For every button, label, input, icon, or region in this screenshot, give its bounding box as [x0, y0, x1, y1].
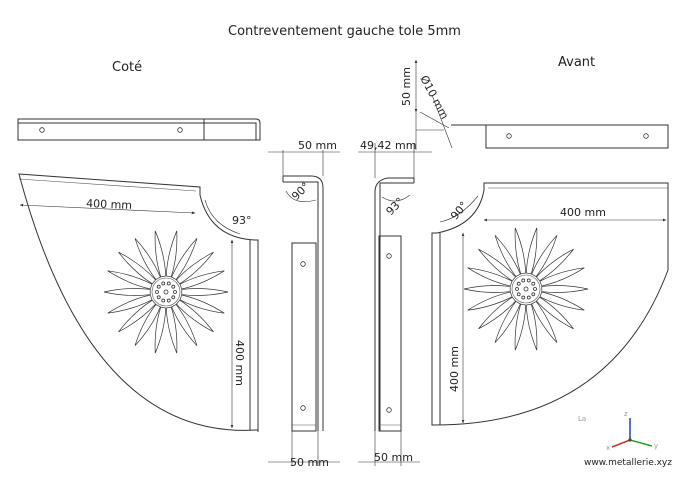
sun-petal — [463, 285, 511, 293]
sun-petal — [179, 294, 225, 314]
sun-petal — [179, 270, 225, 290]
sun-seed-hole — [156, 284, 161, 289]
right-plate — [431, 124, 669, 426]
sun-petal — [525, 303, 538, 351]
sun-petal — [494, 235, 521, 278]
dim-left-angle: 93° — [232, 214, 252, 227]
sun-seed-hole — [156, 295, 161, 300]
sun-petal — [118, 251, 157, 285]
sun-petal — [535, 296, 574, 330]
dim-front-bottom: 50 mm — [374, 451, 413, 464]
sun-seed-hole — [521, 295, 526, 300]
dim-front-angle: 93° — [384, 195, 407, 218]
sun-seed-hole — [526, 295, 531, 300]
sun-petal — [539, 267, 585, 287]
sun-center-ring — [511, 274, 541, 304]
sun-petal — [514, 227, 527, 275]
sun-center-hole — [523, 286, 529, 292]
front-view: 49,42 mm 93° 50 mm — [358, 139, 432, 466]
sun-petal — [103, 288, 151, 296]
sun-petal — [165, 230, 178, 278]
sun-seed-hole — [531, 281, 536, 286]
sun-petal — [514, 303, 527, 351]
sun-seed-hole — [515, 287, 519, 291]
sun-seed-hole — [166, 298, 171, 303]
sun-petal — [181, 288, 229, 296]
dim-right-vertical: 400 mm — [448, 346, 461, 392]
sun-center-ring — [151, 277, 181, 307]
sun-petal — [535, 248, 574, 282]
sun-petal — [494, 300, 521, 343]
dim-detail-height: 50 mm — [400, 67, 413, 106]
sun-petal — [154, 306, 167, 354]
sun-petal — [171, 238, 198, 281]
dim-left-top: 400 mm — [86, 197, 132, 212]
sun-seed-hole — [533, 287, 537, 291]
sun-petal — [175, 251, 214, 285]
svg-text:z: z — [624, 410, 628, 418]
svg-text:y: y — [654, 442, 658, 450]
sun-petal — [118, 299, 157, 333]
sun-seed-hole — [526, 278, 531, 283]
sun-petal — [478, 296, 517, 330]
dim-detail-hole: Ø10 mm — [417, 73, 451, 121]
sun-petal — [541, 285, 589, 293]
sun-petal — [107, 270, 153, 290]
sun-seed-hole — [516, 281, 521, 286]
sun-petal — [478, 248, 517, 282]
sun-petal — [539, 291, 585, 311]
sun-seed-hole — [155, 290, 159, 294]
sun-cutout-left — [103, 230, 229, 354]
dim-left-vertical: 400 mm — [233, 340, 246, 386]
side-view: 50 mm 90° 50 mm — [268, 139, 340, 469]
sun-seed-hole — [516, 292, 521, 297]
corner-mark: La — [578, 415, 586, 423]
sun-seed-hole — [521, 278, 526, 283]
sun-petal — [134, 303, 161, 346]
sun-petal — [531, 300, 558, 343]
sun-center-hole — [163, 289, 169, 295]
drawing-title: Contreventement gauche tole 5mm — [228, 24, 461, 39]
sun-petal — [467, 267, 513, 287]
view-label-front: Avant — [558, 55, 595, 70]
sun-petal — [154, 230, 167, 278]
sun-petal — [531, 235, 558, 278]
dim-right-angle: 90° — [448, 199, 470, 222]
sun-seed-hole — [173, 290, 177, 294]
sun-seed-hole — [166, 281, 171, 286]
left-plate — [17, 118, 261, 432]
sun-seed-hole — [531, 292, 536, 297]
dim-side-angle: 90° — [289, 180, 312, 203]
sun-petal — [467, 291, 513, 311]
sun-petal — [165, 306, 178, 354]
left-dimensions: 400 mm 400 mm 93° — [19, 197, 252, 429]
sun-petal — [171, 303, 198, 346]
sun-seed-hole — [171, 284, 176, 289]
sun-petal — [525, 227, 538, 275]
axes-icon: z y x — [606, 410, 658, 452]
sun-seed-hole — [161, 281, 166, 286]
dim-right-top: 400 mm — [560, 206, 606, 219]
svg-text:x: x — [606, 444, 610, 452]
dim-front-top: 49,42 mm — [360, 139, 416, 152]
sun-petal — [107, 294, 153, 314]
sun-seed-hole — [171, 295, 176, 300]
detail-view: 50 mm Ø10 mm — [400, 59, 453, 150]
dim-side-top: 50 mm — [298, 139, 337, 152]
sun-petal — [134, 238, 161, 281]
dim-side-bottom: 50 mm — [290, 456, 329, 469]
sun-seed-hole — [161, 298, 166, 303]
website-label: www.metallerie.xyz — [584, 458, 672, 468]
sun-petal — [175, 299, 214, 333]
view-label-side: Coté — [112, 60, 142, 75]
sun-cutout-right — [463, 227, 589, 351]
